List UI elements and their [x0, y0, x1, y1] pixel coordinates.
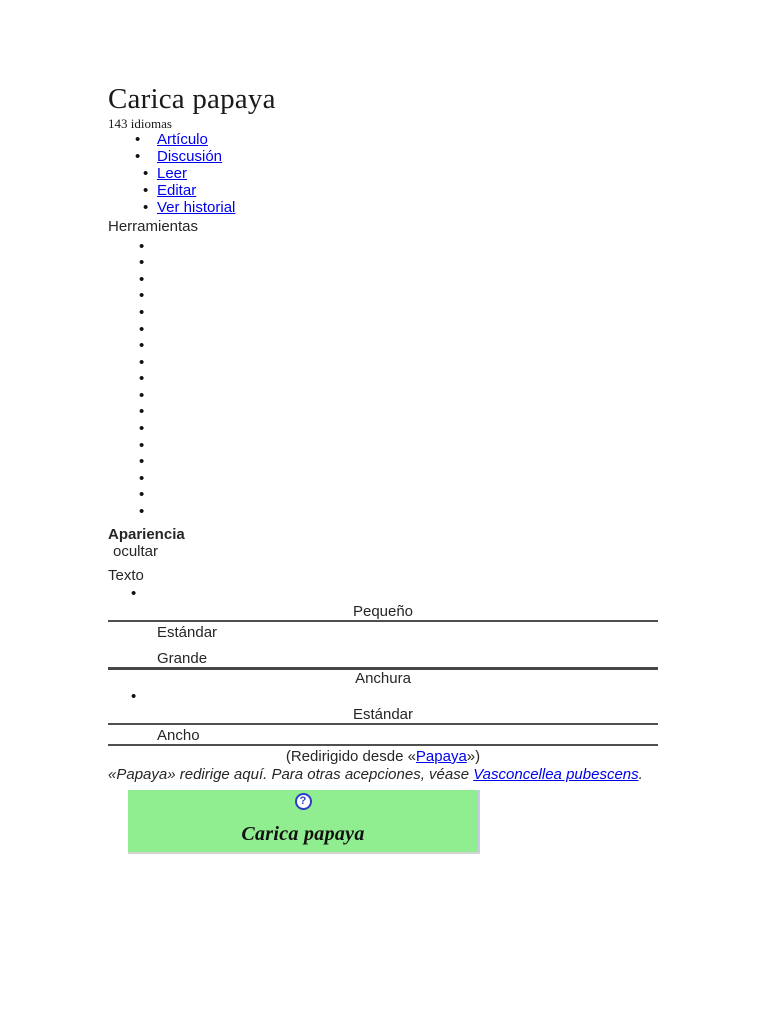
redirect-suffix: ») — [466, 747, 481, 765]
hide-button[interactable]: ocultar — [113, 542, 159, 560]
taxobox-icon-row: ? — [294, 793, 312, 811]
width-section-label: Anchura — [355, 669, 411, 687]
languages-count: 143 idiomas — [108, 116, 172, 131]
menu-item-ver-historial: Ver historial — [108, 198, 658, 217]
tab-ver-historial[interactable]: Ver historial — [157, 198, 236, 216]
redirect-prefix: (Redirigido desde « — [285, 747, 416, 765]
page-title: Carica papaya — [108, 83, 276, 115]
taxobox-title: Carica papaya — [241, 822, 365, 845]
menu-item-articulo: Artículo — [108, 131, 658, 149]
tools-label: Herramientas — [108, 217, 199, 235]
tab-articulo[interactable]: Artículo — [157, 131, 208, 148]
hatnote-text: «Papaya» redirige aquí. Para otras acepc… — [108, 765, 474, 783]
tools-list — [108, 239, 658, 521]
tool-item-bullet — [108, 255, 658, 272]
text-option-row: Pequeño — [108, 603, 658, 620]
divider — [108, 666, 658, 670]
tool-item-bullet — [108, 288, 658, 305]
tool-item-bullet — [108, 272, 658, 289]
tab-editar[interactable]: Editar — [157, 181, 197, 199]
text-option-row: Estándar — [108, 624, 658, 641]
page-menus: Artículo Discusión Leer Editar Ver histo… — [108, 131, 658, 217]
divider — [108, 722, 658, 725]
taxobox-header: ? Carica papaya — [128, 789, 480, 854]
tab-leer[interactable]: Leer — [157, 164, 188, 182]
article-page: Carica papaya 143 idiomas Artículo Discu… — [0, 0, 768, 854]
tool-item-bullet — [108, 421, 658, 438]
vasconcellea-pubescens-link[interactable]: Vasconcellea pubescens — [473, 765, 639, 783]
tool-item-bullet — [108, 471, 658, 488]
menu-item-discusion: Discusión — [108, 147, 658, 166]
redirect-note: (Redirigido desde «Papaya») — [108, 748, 658, 765]
tool-item-bullet — [108, 355, 658, 372]
text-option-estandar[interactable]: Estándar — [157, 623, 218, 641]
tool-item-bullet — [108, 305, 658, 322]
width-option-bullet — [108, 689, 658, 706]
hatnote-period: . — [638, 765, 643, 783]
menu-item-editar: Editar — [108, 181, 658, 200]
width-option-row: Ancho — [108, 727, 658, 744]
menu-item-leer: Leer — [108, 164, 658, 183]
hatnote: «Papaya» redirige aquí. Para otras acepc… — [108, 766, 658, 783]
tab-discusion[interactable]: Discusión — [157, 147, 223, 165]
question-mark-circle-icon[interactable]: ? — [294, 793, 312, 811]
width-option-row: Estándar — [108, 706, 658, 723]
width-option-estandar[interactable]: Estándar — [352, 705, 414, 723]
question-mark-glyph: ? — [299, 795, 307, 808]
text-option-pequeno[interactable]: Pequeño — [352, 602, 414, 620]
divider — [108, 619, 658, 622]
tool-item-bullet — [108, 239, 658, 256]
tool-item-bullet — [108, 487, 658, 504]
divider — [108, 743, 658, 746]
tool-item-bullet — [108, 504, 658, 521]
papaya-link[interactable]: Papaya — [415, 747, 467, 765]
tool-item-bullet — [108, 371, 658, 388]
text-section-label: Texto — [108, 566, 144, 584]
tool-item-bullet — [108, 438, 658, 455]
tool-item-bullet — [108, 322, 658, 339]
appearance-label: Apariencia — [108, 525, 185, 543]
text-option-row: Grande — [108, 650, 658, 667]
tool-item-bullet — [108, 454, 658, 471]
appearance-hide-row: ocultar — [108, 543, 658, 560]
tool-item-bullet — [108, 404, 658, 421]
tool-item-bullet — [108, 388, 658, 405]
tool-item-bullet — [108, 338, 658, 355]
width-option-ancho[interactable]: Ancho — [157, 726, 200, 744]
text-option-bullet — [108, 586, 658, 603]
text-option-grande[interactable]: Grande — [157, 649, 208, 667]
